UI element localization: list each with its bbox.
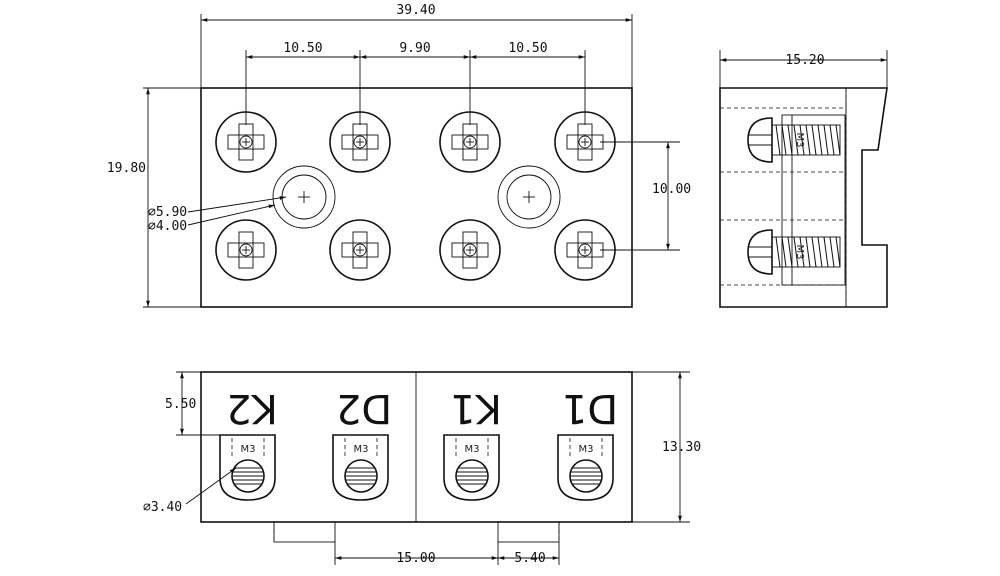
terminal-3-size: M3 bbox=[465, 444, 480, 455]
terminal-2: M3 bbox=[332, 434, 389, 501]
screw-head-top-1 bbox=[215, 111, 277, 173]
top-view-body-outline bbox=[200, 87, 633, 308]
terminal-label-d1: D1 bbox=[562, 385, 618, 431]
screw-head-top-2 bbox=[329, 111, 391, 173]
dim-overall-width: 39.40 bbox=[396, 3, 435, 18]
dim-pitch-right: 10.50 bbox=[508, 41, 547, 56]
dim-counterbore-dia: ⌀5.90 bbox=[148, 205, 187, 220]
terminal-label-k2: K2 bbox=[226, 385, 278, 431]
dim-top-offset: 5.50 bbox=[165, 397, 196, 412]
dim-screw-hole-dia: ⌀3.40 bbox=[143, 500, 182, 515]
foot-left bbox=[273, 521, 336, 543]
dim-foot-spacing: 15.00 bbox=[396, 551, 435, 566]
front-view: 13.30 5.50 15.00 5.40 ⌀3.40 K2 D2 K1 D1 … bbox=[143, 371, 701, 566]
mounting-hole-right bbox=[497, 165, 561, 229]
dim-depth: 15.20 bbox=[785, 53, 824, 68]
terminal-label-k1: K1 bbox=[450, 385, 502, 431]
dim-row-spacing: 10.00 bbox=[652, 182, 691, 197]
dim-pitch-left: 10.50 bbox=[283, 41, 322, 56]
terminal-1-size: M3 bbox=[241, 444, 256, 455]
top-view: 39.40 10.50 9.90 10.50 19.80 10.00 bbox=[107, 3, 691, 308]
screw-head-bottom-2 bbox=[329, 219, 391, 281]
side-screw-lower-label: M3 bbox=[794, 245, 805, 260]
dim-front-height: 13.30 bbox=[662, 440, 701, 455]
dim-hole-dia: ⌀4.00 bbox=[148, 219, 187, 234]
terminal-1: M3 bbox=[219, 434, 276, 501]
screw-head-top-3 bbox=[439, 111, 501, 173]
dim-height: 19.80 bbox=[107, 161, 146, 176]
screw-head-bottom-1 bbox=[215, 219, 277, 281]
front-view-body-outline bbox=[200, 371, 633, 523]
mounting-hole-left bbox=[272, 165, 336, 229]
screw-head-top-4 bbox=[554, 111, 616, 173]
side-view: 15.20 bbox=[719, 50, 888, 308]
terminal-4-size: M3 bbox=[579, 444, 594, 455]
dim-foot-width: 5.40 bbox=[514, 551, 545, 566]
terminal-3: M3 bbox=[443, 434, 500, 501]
dim-pitch-mid: 9.90 bbox=[399, 41, 430, 56]
terminal-label-d2: D2 bbox=[336, 385, 392, 431]
terminal-4: M3 bbox=[557, 434, 614, 501]
side-screw-upper-label: M3 bbox=[794, 133, 805, 148]
screw-head-bottom-3 bbox=[439, 219, 501, 281]
terminal-2-size: M3 bbox=[354, 444, 369, 455]
foot-right bbox=[497, 521, 560, 543]
screw-head-bottom-4 bbox=[554, 219, 616, 281]
side-screw-upper bbox=[747, 117, 841, 163]
side-screw-lower bbox=[747, 229, 841, 275]
